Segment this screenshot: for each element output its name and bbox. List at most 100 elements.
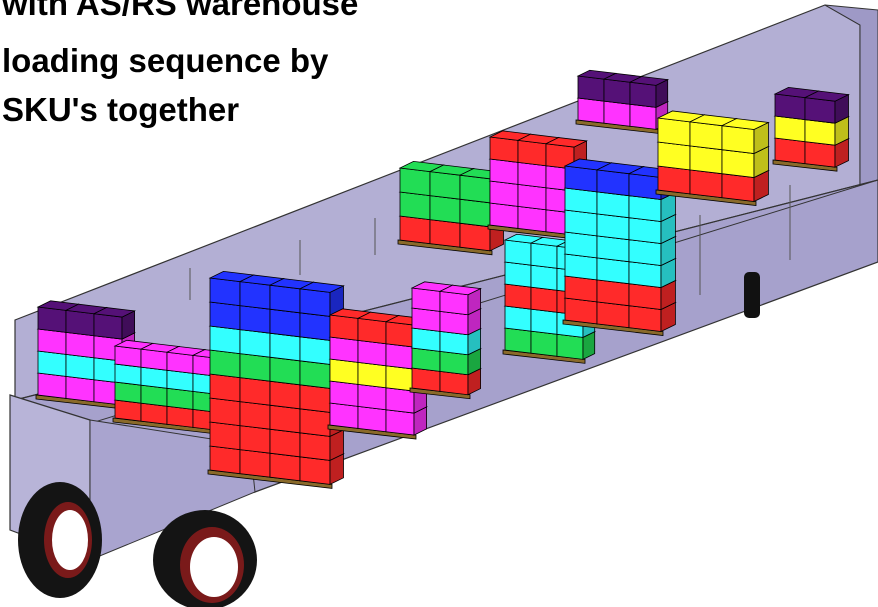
cargo-box-front (239, 401, 271, 430)
cargo-box-front (166, 351, 194, 374)
cargo-box-front (504, 239, 532, 266)
cargo-box-front (239, 449, 271, 478)
cargo-box-front (385, 321, 415, 348)
cargo-box-front (65, 375, 95, 403)
cargo-box-front (429, 195, 461, 224)
cargo-box-front (209, 301, 241, 331)
cargo-box-front (596, 235, 630, 263)
cargo-box-top (298, 281, 345, 293)
cargo-box-front (65, 331, 95, 359)
cargo-box-front (489, 136, 519, 163)
cargo-box-front (517, 139, 547, 167)
cargo-box-front (459, 174, 491, 204)
cargo-box-front (37, 306, 67, 333)
cargo-box-front (628, 305, 662, 332)
cargo-box-front (385, 409, 415, 436)
cargo-box-front (504, 327, 532, 354)
cargo-box-front (140, 402, 168, 425)
cargo-box-front (209, 445, 241, 475)
cargo-box-front (564, 297, 598, 325)
cargo-box-front (429, 219, 461, 248)
cargo-box-front (209, 349, 241, 379)
cargo-box-front (721, 173, 755, 202)
cargo-box-front (596, 301, 630, 329)
cargo-box-front (166, 405, 194, 428)
cargo-box-front (411, 327, 441, 352)
cargo-box-front (114, 381, 142, 404)
cargo-box-front (489, 202, 519, 229)
cargo-box-front (689, 121, 723, 151)
cargo-box-front (269, 332, 301, 362)
cargo-box-front (399, 191, 431, 221)
cargo-box-front (357, 339, 387, 367)
cargo-box-front (239, 305, 271, 334)
cargo-box-front (399, 167, 431, 197)
cargo-box-front (504, 305, 532, 332)
cargo-box-front (596, 169, 630, 197)
cargo-box-front (209, 277, 241, 307)
cargo-box-front (299, 288, 331, 317)
cargo-box-front (504, 261, 532, 288)
cargo-box-front (657, 117, 691, 147)
cargo-box-front (577, 75, 605, 102)
cargo-box-front (140, 366, 168, 389)
cargo-box-front (804, 141, 836, 168)
cargo-box-front (166, 387, 194, 410)
pallet (655, 189, 757, 206)
cargo-box-front (357, 405, 387, 433)
cargo-box-front (140, 348, 168, 371)
cargo-box-front (564, 187, 598, 215)
cargo-box-front (439, 310, 469, 336)
pallet (409, 387, 471, 400)
cargo-box-front (329, 402, 359, 429)
cargo-box-front (411, 347, 441, 372)
cargo-box-front (239, 329, 271, 358)
cargo-box-front (774, 137, 806, 165)
cargo-box-front (411, 287, 441, 312)
cargo-box-top (803, 90, 850, 102)
cargo-box-front (530, 308, 558, 335)
cargo-box-front (596, 257, 630, 285)
cargo-box-front (329, 358, 359, 385)
pallet (502, 349, 586, 364)
cargo-box-front (239, 425, 271, 454)
cargo-box-front (459, 222, 491, 252)
cargo-box-front (689, 169, 723, 199)
cargo-box-front (299, 456, 331, 485)
cargo-box-front (530, 264, 558, 291)
cargo-box-front (596, 191, 630, 219)
cargo-box-front (629, 103, 657, 130)
cargo-box-front (114, 363, 142, 386)
cargo-box-front (299, 312, 331, 341)
cargo-box-front (299, 432, 331, 461)
caption-line-2: loading sequence by (2, 42, 329, 79)
cargo-box-front (517, 205, 547, 233)
cargo-box-front (329, 314, 359, 341)
cargo-box-top (438, 284, 482, 296)
cargo-box-front (628, 283, 662, 310)
landing-gear-leg (744, 272, 760, 318)
cargo-box-front (37, 372, 67, 399)
cargo-box-front (299, 336, 331, 365)
cargo-box-front (721, 125, 755, 154)
cargo-box-top (628, 76, 670, 86)
cargo-box-front (269, 404, 301, 434)
cargo-box-front (517, 183, 547, 211)
caption-line-1: with AS/RS warehouse (2, 0, 359, 22)
cargo-box-front (239, 281, 271, 310)
cargo-box-front (439, 370, 469, 396)
cargo-box-front (239, 377, 271, 406)
cargo-box-front (596, 213, 630, 241)
cargo-box-front (530, 286, 558, 313)
pallet (562, 319, 664, 336)
cargo-box-front (439, 350, 469, 376)
cargo-box-front (239, 353, 271, 382)
cargo-box-front (65, 309, 95, 337)
cargo-box-front (269, 428, 301, 458)
cargo-box-front (114, 399, 142, 422)
cargo-box-front (489, 158, 519, 185)
pallet (207, 469, 333, 489)
cargo-box-front (504, 283, 532, 310)
cargo-box-front (411, 307, 441, 332)
